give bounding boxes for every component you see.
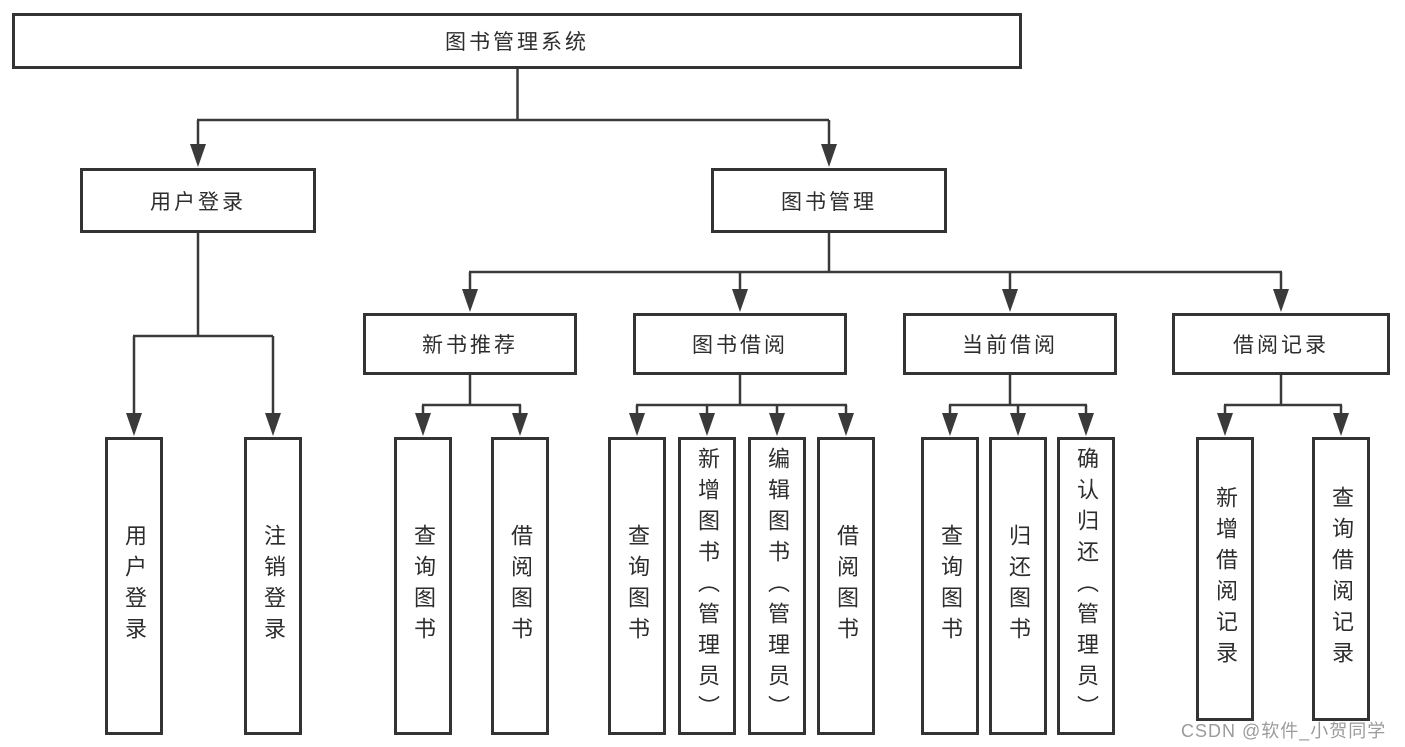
leaf-query-books-2: 查询图书 [608,437,666,735]
arrowheads [126,144,1349,436]
leaf-confirm-return-admin: 确认归还（管理员） [1057,437,1115,735]
node-book-management: 图书管理 [711,168,947,233]
leaf-add-book-admin: 新增图书（管理员） [678,437,736,735]
leaf-label: 确认归还（管理员） [1074,446,1099,726]
leaf-return-books: 归还图书 [989,437,1047,735]
leaf-query-books-3: 查询图书 [921,437,979,735]
leaf-query-borrow-record: 查询借阅记录 [1312,437,1370,721]
leaf-user-login: 用户登录 [105,437,163,735]
leaf-borrow-books-1: 借阅图书 [491,437,549,735]
leaf-label: 新增借阅记录 [1213,486,1238,672]
leaf-label: 查询图书 [411,524,436,648]
leaf-borrow-books-2: 借阅图书 [817,437,875,735]
leaf-label: 用户登录 [122,524,147,648]
leaf-label: 编辑图书（管理员） [765,446,790,726]
csdn-watermark: CSDN @软件_小贺同学 [1181,721,1387,741]
node-borrowing-records: 借阅记录 [1172,313,1390,375]
leaf-label: 借阅图书 [508,524,533,648]
leaf-label: 查询图书 [625,524,650,648]
node-new-book-recommend: 新书推荐 [363,313,577,375]
tree-edges [132,69,1343,414]
leaf-label: 查询借阅记录 [1329,486,1354,672]
leaf-logout: 注销登录 [244,437,302,735]
leaf-query-books-1: 查询图书 [394,437,452,735]
leaf-label: 新增图书（管理员） [695,446,720,726]
node-user-login: 用户登录 [80,168,316,233]
leaf-add-borrow-record: 新增借阅记录 [1196,437,1254,721]
leaf-label: 查询图书 [938,524,963,648]
node-current-borrowing: 当前借阅 [903,313,1117,375]
leaf-label: 归还图书 [1006,524,1031,648]
leaf-label: 注销登录 [261,524,286,648]
leaf-label: 借阅图书 [834,524,859,648]
node-book-borrowing: 图书借阅 [633,313,847,375]
leaf-edit-book-admin: 编辑图书（管理员） [748,437,806,735]
node-root: 图书管理系统 [12,13,1022,69]
